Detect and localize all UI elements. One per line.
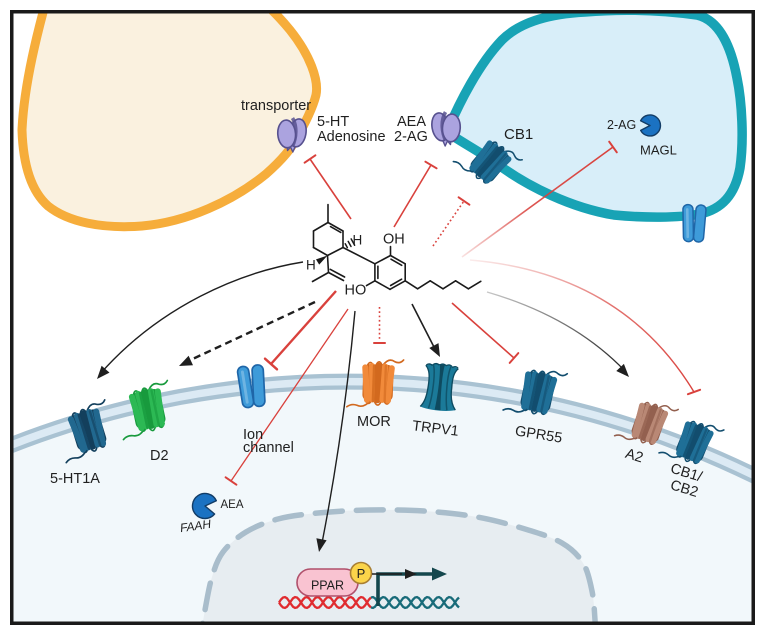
svg-text:CB2: CB2 <box>668 477 700 501</box>
svg-text:PPAR: PPAR <box>311 579 344 593</box>
svg-text:AEA: AEA <box>397 114 426 130</box>
svg-text:TRPV1: TRPV1 <box>411 418 459 440</box>
svg-text:HO: HO <box>345 283 367 299</box>
svg-text:2-AG: 2-AG <box>607 118 636 132</box>
svg-text:AEA: AEA <box>221 499 244 511</box>
svg-text:transporter: transporter <box>241 98 311 114</box>
svg-text:FAAH: FAAH <box>179 517 212 535</box>
svg-text:Ion: Ion <box>243 427 263 443</box>
svg-text:5-HT1A: 5-HT1A <box>50 471 100 487</box>
svg-text:OH: OH <box>383 232 405 248</box>
svg-text:H: H <box>353 233 363 248</box>
svg-text:Adenosine: Adenosine <box>317 129 386 145</box>
svg-text:D2: D2 <box>150 448 169 464</box>
svg-text:CB1: CB1 <box>504 126 533 143</box>
svg-text:MOR: MOR <box>357 414 391 430</box>
svg-text:H: H <box>306 258 316 273</box>
svg-text:2-AG: 2-AG <box>394 129 428 145</box>
svg-text:P: P <box>357 566 366 581</box>
svg-text:5-HT: 5-HT <box>317 114 349 130</box>
svg-text:A2: A2 <box>623 446 645 466</box>
svg-text:GPR55: GPR55 <box>514 423 563 446</box>
svg-text:channel: channel <box>243 440 294 456</box>
svg-text:MAGL: MAGL <box>640 143 677 158</box>
